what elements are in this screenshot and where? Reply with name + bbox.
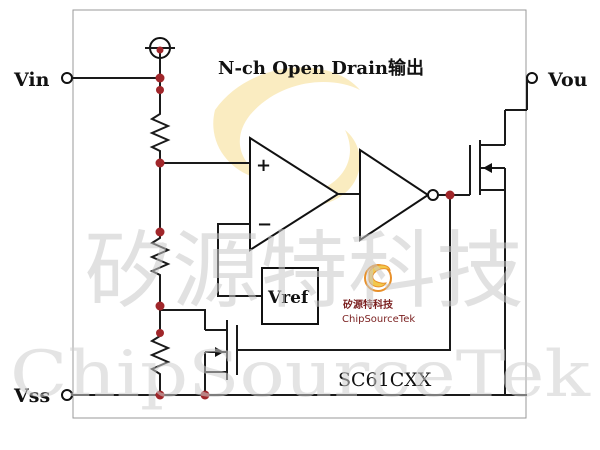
watermark-cn: 矽源特科技 [84,222,524,320]
diagram-title: N-ch Open Drain输出 [218,57,424,79]
vref-label: Vref [267,288,310,308]
background-logo [213,67,360,206]
pin-label-vout: Vou [547,69,588,91]
logo-name-cn: 矽源特科技 [343,298,394,311]
comparator: + − [249,136,340,252]
pin-label-vss: Vss [13,385,50,407]
comparator-plus-sign: + [256,155,271,176]
comparator-minus-sign: − [257,214,272,235]
junction-nodes [155,46,455,400]
wire-feedback [237,195,451,351]
hysteresis-nmos [160,309,238,395]
logo-name-en: ChipSourceTek [342,314,415,325]
pin-label-vin: Vin [13,69,50,91]
resistor-divider [149,110,171,395]
vref-block: Vref [261,267,319,325]
output-nmos [469,78,528,395]
watermark-en: ChipSourceTek [10,338,591,412]
part-number: SC61CXX [338,369,432,391]
chipsourcetek-logo: 矽源特科技 ChipSourceTek [342,264,415,325]
vin-terminal [61,72,73,84]
vout-terminal [526,72,538,84]
diagram-frame [72,9,527,419]
wire-minus-input [217,223,262,297]
